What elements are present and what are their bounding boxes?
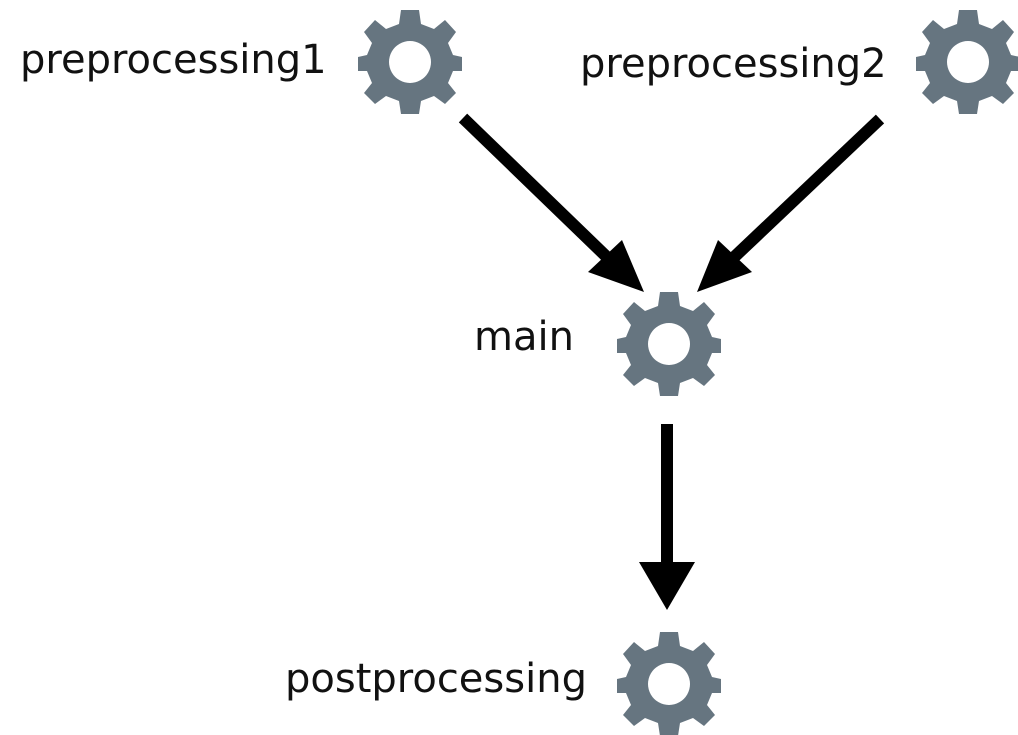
gear-icon xyxy=(617,292,721,396)
edge-preprocessing1-to-main xyxy=(458,113,644,292)
node-preprocessing2: preprocessing2 xyxy=(580,10,1018,114)
edge-preprocessing2-to-main xyxy=(697,114,885,292)
node-label-preprocessing2: preprocessing2 xyxy=(580,41,887,87)
gear-icon xyxy=(617,632,721,735)
node-preprocessing1: preprocessing1 xyxy=(20,10,462,114)
arrow-head xyxy=(697,240,752,292)
node-label-preprocessing1: preprocessing1 xyxy=(20,37,327,83)
node-postprocessing: postprocessing xyxy=(285,632,721,735)
gear-icon xyxy=(358,10,462,114)
edge-main-to-postprocessing xyxy=(639,424,695,610)
node-label-postprocessing: postprocessing xyxy=(285,656,587,702)
arrow-head xyxy=(639,562,695,610)
gear-icon xyxy=(916,10,1018,114)
arrow-head xyxy=(588,240,644,292)
node-label-main: main xyxy=(474,314,574,360)
arrow-shaft xyxy=(724,114,885,267)
arrow-shaft xyxy=(458,113,617,267)
node-main: main xyxy=(474,292,721,396)
